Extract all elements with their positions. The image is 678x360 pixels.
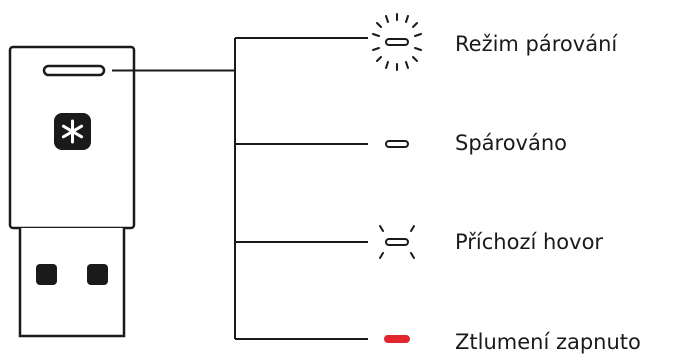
indicator-paired — [385, 140, 409, 148]
state-label-paired: Spárováno — [455, 131, 568, 155]
state-label-incoming: Příchozí hovor — [455, 230, 604, 254]
status-led — [42, 64, 106, 77]
usb-connector — [18, 228, 126, 338]
teams-asterisk-icon — [54, 113, 91, 150]
indicator-incoming — [379, 225, 415, 259]
usb-contact-left — [36, 264, 57, 285]
leader-lines — [112, 37, 368, 340]
usb-dongle — [8, 45, 136, 338]
indicator-muted — [384, 335, 410, 343]
usb-contact-right — [87, 264, 108, 285]
state-label-muted: Ztlumení zapnuto — [455, 330, 641, 354]
state-label-pairing: Režim párování — [455, 32, 618, 56]
indicator-pairing — [372, 13, 422, 71]
